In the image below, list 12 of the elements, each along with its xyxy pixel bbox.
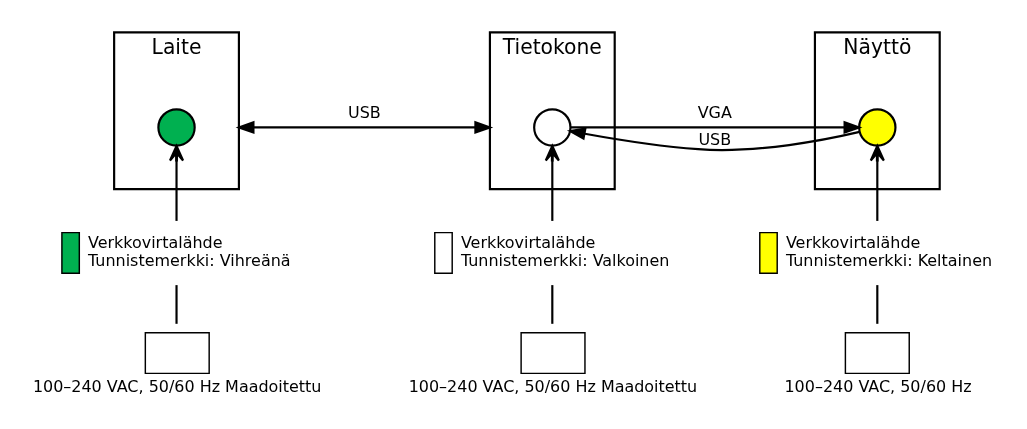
edge-label: USB — [348, 103, 381, 123]
node-label: 100–240 VAC, 50/60 Hz — [784, 376, 972, 396]
node-label: Verkkovirtalähde — [785, 233, 921, 253]
node-label: 100–240 VAC, 50/60 Hz Maadoitettu — [32, 376, 322, 396]
node-label: Tunnistemerkki: Keltainen — [785, 250, 993, 270]
node-label: Verkkovirtalähde — [88, 233, 223, 253]
node-label: Tunnistemerkki: Vihreänä — [88, 250, 291, 270]
edge-label: USB — [698, 129, 732, 149]
edge-label: VGA — [697, 103, 732, 123]
node-label: Verkkovirtalähde — [460, 233, 596, 253]
node-label: Tunnistemerkki: Valkoinen — [460, 250, 670, 270]
node-label: 100–240 VAC, 50/60 Hz Maadoitettu — [408, 376, 698, 396]
